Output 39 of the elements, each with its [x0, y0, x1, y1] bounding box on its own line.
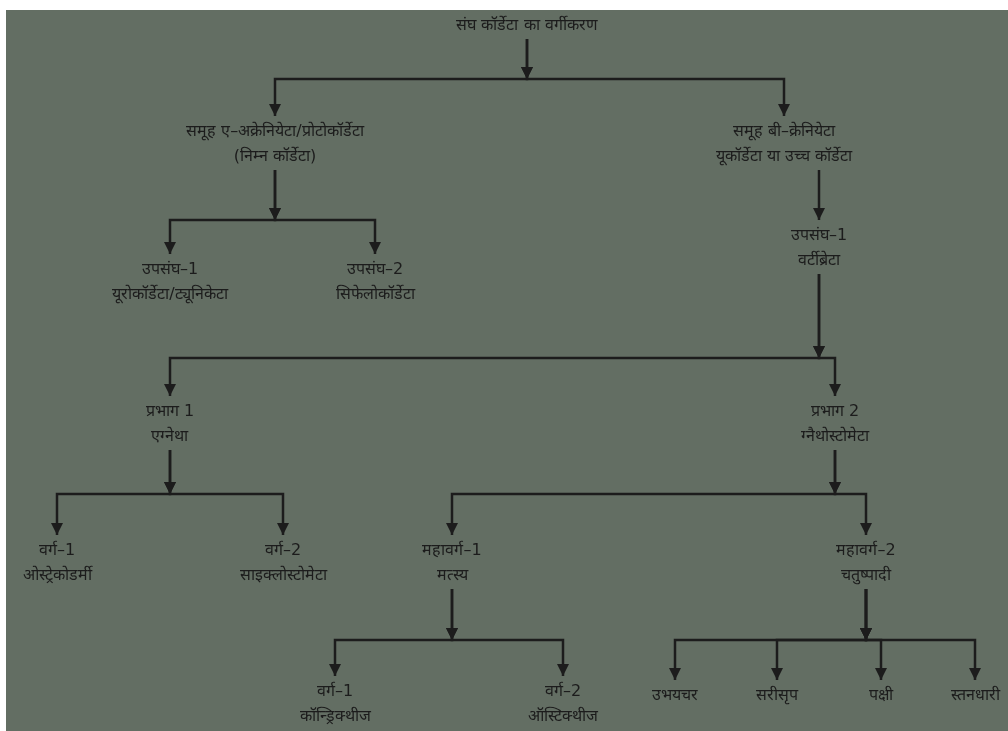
rank-label: प्रभाग 1 [145, 400, 195, 422]
taxon-name: यूरोकॉर्डेटा/ट्यूनिकेटा [112, 283, 228, 306]
arrow [860, 589, 982, 680]
rank-label: वर्ग–1 [315, 680, 355, 702]
rank-label: समूह बी–क्रेनियेटा [731, 120, 837, 143]
taxon-name: साइक्लोस्टोमेटा [239, 564, 327, 586]
taxon-name: मत्स्य [435, 564, 470, 586]
rank-label: महावर्ग–2 [836, 539, 896, 561]
taxon-name: संघ कॉर्डेटा का वर्गीकरण [456, 14, 598, 36]
rank-label: उपसंघ–1 [790, 224, 848, 246]
taxon-name: ऑस्टिक्थीज [528, 705, 598, 727]
taxon-name: उभयचर [652, 684, 698, 706]
taxon-name: सरीसृप [756, 684, 798, 707]
rank-label: उपसंघ–2 [345, 258, 405, 280]
rank-label: समूह ए–अक्रेनियेटा/प्रोटोकॉर्डेटा [186, 120, 364, 143]
taxon-name: ओस्ट्रेकोडर्मी [22, 564, 92, 586]
taxon-name: चतुष्पादी [840, 564, 893, 587]
taxon-name: कॉन्ड्रिक्थीज [299, 705, 371, 727]
arrow [164, 450, 290, 535]
taxon-name: पक्षी [869, 684, 893, 706]
rank-label: उपसंघ–1 [140, 258, 200, 280]
taxon-name: वर्टीब्रेटा [797, 249, 842, 271]
taxon-name: यूकॉर्डेटा या उच्च कॉर्डेटा [715, 145, 853, 168]
rank-label: प्रभाग 2 [809, 400, 861, 422]
taxon-name: (निम्न कॉर्डेटा) [232, 145, 318, 167]
taxon-name: स्तनधारी [950, 684, 1000, 706]
rank-label: वर्ग–1 [37, 539, 77, 561]
arrow [446, 589, 570, 676]
rank-label: वर्ग–2 [263, 539, 303, 561]
arrow [269, 170, 382, 254]
taxon-name: एग्नेथा [150, 425, 190, 447]
arrow [813, 274, 842, 396]
taxon-name: सिफेलोकॉर्डेटा [335, 283, 415, 305]
arrow [812, 170, 826, 220]
rank-label: महावर्ग–1 [422, 539, 482, 561]
arrow [521, 39, 791, 116]
rank-label: वर्ग–2 [543, 680, 583, 702]
arrow [829, 450, 873, 535]
taxon-name: ग्नैथोस्टोमेटा [801, 425, 869, 447]
